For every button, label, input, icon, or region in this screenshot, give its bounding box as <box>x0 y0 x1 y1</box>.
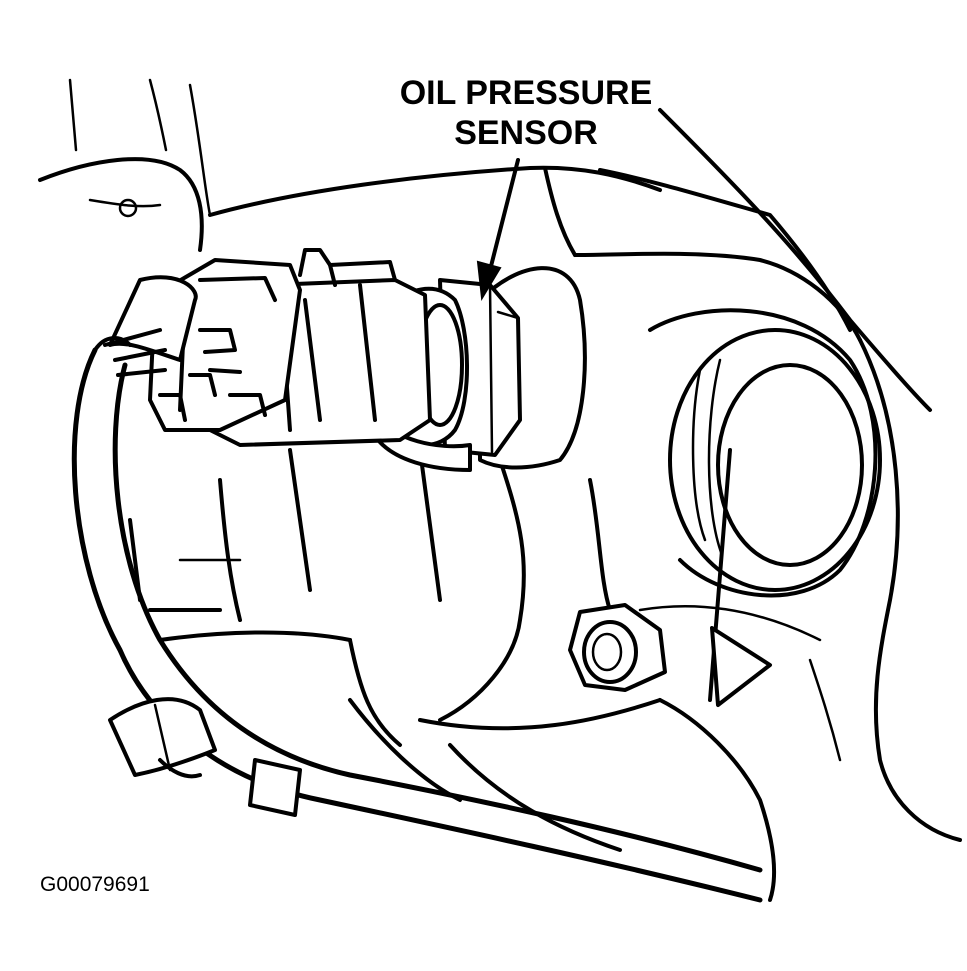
sensor-connector <box>148 248 432 447</box>
callout-leader <box>476 158 520 302</box>
wiring-harness <box>71 275 763 903</box>
callout-line-1: OIL PRESSURE <box>400 74 653 112</box>
engine-block <box>38 78 962 902</box>
callout-line-2: SENSOR <box>454 114 598 152</box>
oil-pressure-sensor <box>376 266 587 472</box>
casting-mark-icon <box>118 198 138 218</box>
arrow-head-icon <box>476 260 502 302</box>
figure-id: G00079691 <box>40 873 150 896</box>
filter-boss <box>648 308 882 598</box>
mounting-bolt <box>568 603 667 692</box>
bracket-triangle <box>710 626 772 707</box>
